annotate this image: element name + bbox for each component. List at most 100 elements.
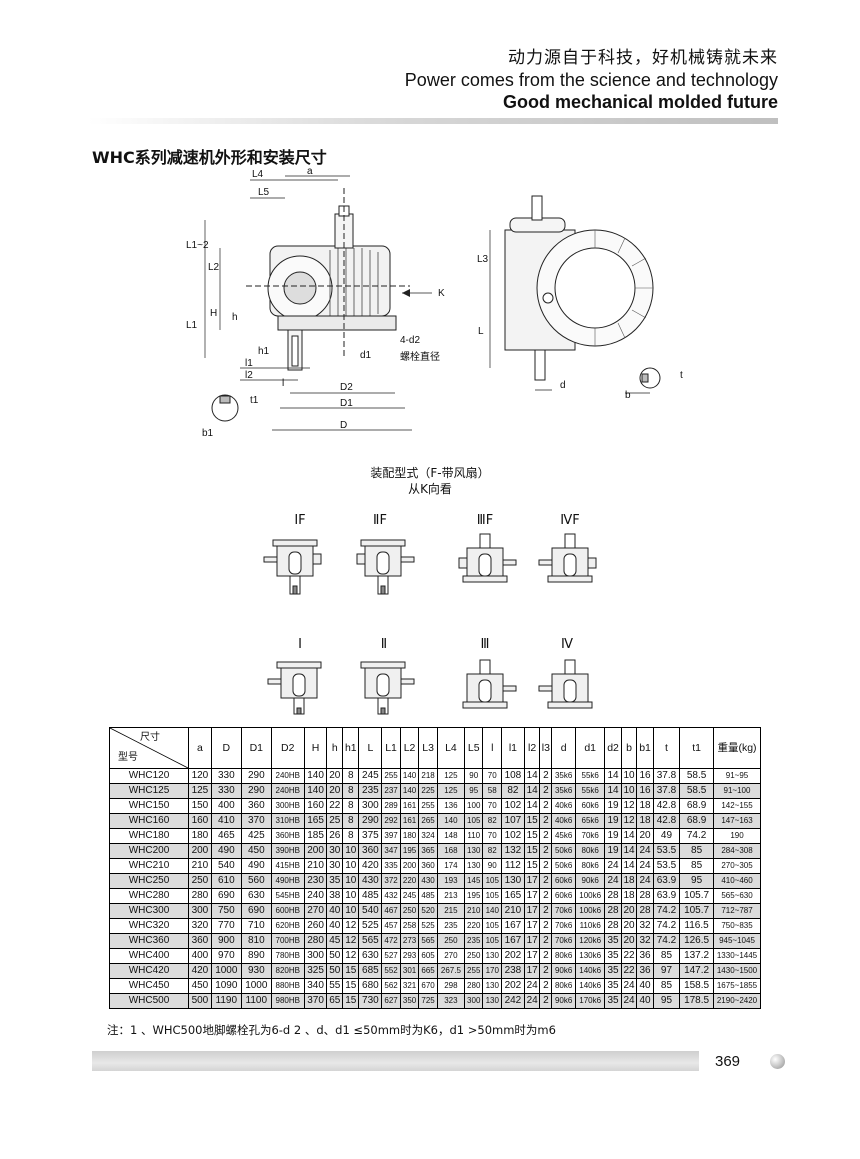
value-cell: 202: [501, 978, 525, 994]
value-cell: 255: [418, 798, 438, 814]
value-cell: 372: [381, 873, 401, 889]
value-cell: 125: [436, 768, 465, 784]
value-cell: 324: [418, 828, 438, 844]
value-cell: 235: [463, 933, 484, 949]
value-cell: 105: [463, 813, 484, 829]
value-cell: 161: [399, 798, 420, 814]
value-cell: 240HB: [270, 783, 305, 799]
value-cell: 22: [620, 963, 638, 979]
value-cell: 258: [399, 918, 420, 934]
column-header: h1: [342, 727, 360, 769]
value-cell: 42.8: [652, 798, 681, 814]
value-cell: 112: [501, 858, 525, 874]
value-cell: 40: [326, 903, 344, 919]
value-cell: 170k6: [574, 993, 606, 1009]
label-bolt-cn: 螺栓直径: [400, 350, 440, 363]
value-cell: 880HB: [270, 978, 305, 994]
value-cell: 147~163: [713, 813, 761, 829]
value-cell: 20: [620, 933, 638, 949]
value-cell: 142~155: [713, 798, 761, 814]
value-cell: 91~100: [713, 783, 761, 799]
value-cell: 230: [303, 873, 328, 889]
value-cell: 213: [436, 888, 465, 904]
value-cell: 665: [418, 963, 438, 979]
value-cell: 25: [326, 813, 344, 829]
value-cell: 105: [482, 873, 502, 889]
value-cell: 2: [539, 813, 553, 829]
value-cell: 16: [636, 768, 654, 784]
value-cell: 22: [620, 948, 638, 964]
value-cell: 90: [463, 768, 484, 784]
value-cell: 160: [188, 813, 212, 829]
value-cell: 260: [303, 918, 328, 934]
value-cell: 490HB: [270, 873, 305, 889]
value-cell: 20: [620, 918, 638, 934]
value-cell: 130: [482, 993, 502, 1009]
value-cell: 132: [501, 843, 525, 859]
mounting-title-line2: 从K向看: [408, 482, 452, 496]
front-view-gearbox: [246, 188, 410, 371]
value-cell: 178.5: [679, 993, 714, 1009]
value-cell: 2: [539, 948, 553, 964]
label-d1: d1: [360, 350, 372, 361]
value-cell: 320: [188, 918, 212, 934]
mount-label-2: Ⅱ: [380, 637, 388, 652]
value-cell: 97: [652, 963, 681, 979]
mounting-title-line1: 装配型式（F-带风扇）: [370, 466, 490, 480]
value-cell: 130: [482, 978, 502, 994]
model-cell: WHC160: [109, 813, 189, 829]
value-cell: 415HB: [270, 858, 305, 874]
value-cell: 100k6: [574, 888, 606, 904]
mount-label-3: Ⅲ: [480, 637, 490, 652]
value-cell: 390HB: [270, 843, 305, 859]
label-L: L: [478, 326, 484, 337]
value-cell: 185: [303, 828, 328, 844]
value-cell: 930: [240, 963, 272, 979]
value-cell: 14: [523, 783, 541, 799]
value-cell: 1090: [210, 978, 242, 994]
value-cell: 293: [399, 948, 420, 964]
value-cell: 116.5: [679, 918, 714, 934]
value-cell: 102: [501, 798, 525, 814]
value-cell: 360: [418, 858, 438, 874]
value-cell: 280: [303, 933, 328, 949]
value-cell: 80k6: [551, 948, 576, 964]
value-cell: 1000: [210, 963, 242, 979]
value-cell: 130: [463, 843, 484, 859]
value-cell: 273: [399, 933, 420, 949]
value-cell: 420: [188, 963, 212, 979]
column-header: t: [652, 727, 681, 769]
column-header: a: [188, 727, 212, 769]
value-cell: 300HB: [270, 798, 305, 814]
corner-top-label: 尺寸: [140, 732, 160, 743]
value-cell: 53.5: [652, 858, 681, 874]
value-cell: 58.5: [679, 768, 714, 784]
value-cell: 360HB: [270, 828, 305, 844]
model-cell: WHC125: [109, 783, 189, 799]
value-cell: 35: [604, 933, 622, 949]
value-cell: 70: [482, 768, 502, 784]
column-header: D1: [240, 727, 272, 769]
value-cell: 520: [418, 903, 438, 919]
column-header: h: [326, 727, 344, 769]
value-cell: 26: [326, 828, 344, 844]
value-cell: 14: [604, 768, 622, 784]
value-cell: 24: [523, 993, 541, 1009]
value-cell: 40k6: [551, 798, 576, 814]
value-cell: 242: [501, 993, 525, 1009]
value-cell: 560: [240, 873, 272, 889]
value-cell: 70k6: [574, 828, 606, 844]
value-cell: 18: [636, 798, 654, 814]
value-cell: 50k6: [551, 858, 576, 874]
value-cell: 810: [240, 933, 272, 949]
value-cell: 90k6: [574, 873, 606, 889]
label-t1: t1: [250, 395, 259, 406]
value-cell: 167: [501, 918, 525, 934]
value-cell: 15: [342, 978, 360, 994]
value-cell: 24: [636, 843, 654, 859]
value-cell: 980HB: [270, 993, 305, 1009]
value-cell: 1330~1445: [713, 948, 761, 964]
